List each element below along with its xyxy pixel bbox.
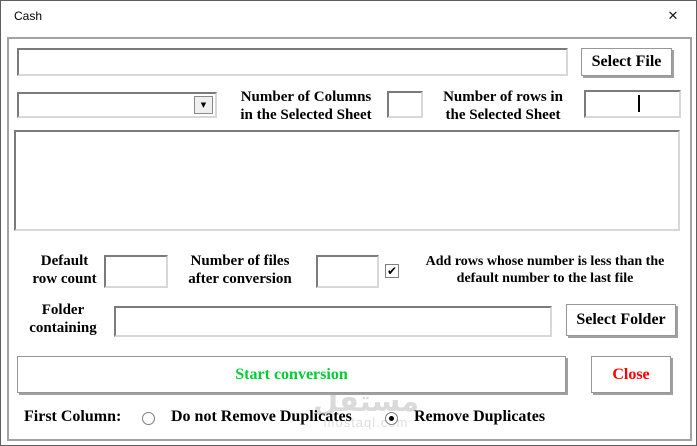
default-row-count-label: Default row count — [32, 253, 97, 288]
radio-do-not-remove-duplicates[interactable] — [142, 412, 155, 425]
sheet-list[interactable] — [14, 130, 680, 231]
window-close-button[interactable]: ✕ — [650, 1, 696, 31]
file-path-input[interactable] — [17, 48, 568, 76]
close-icon: ✕ — [667, 8, 679, 24]
columns-count-input[interactable] — [387, 91, 423, 118]
chevron-down-icon: ▼ — [200, 101, 207, 109]
files-after-conversion-input[interactable] — [316, 255, 379, 288]
add-rows-checkbox-label: Add rows whose number is less than the d… — [425, 254, 665, 287]
title-bar[interactable]: Cash ✕ — [1, 1, 696, 31]
columns-count-label: Number of Columns in the Selected Sheet — [240, 89, 372, 124]
window-title: Cash — [14, 9, 43, 23]
files-after-conversion-label: Number of files after conversion — [188, 253, 292, 288]
do-not-remove-duplicates-label: Do not Remove Duplicates — [171, 408, 352, 425]
select-file-button[interactable]: Select File — [581, 48, 672, 76]
folder-path-input[interactable] — [114, 306, 552, 337]
first-column-label: First Column: — [24, 408, 122, 425]
text-cursor — [638, 95, 640, 112]
radio-remove-duplicates[interactable] — [385, 412, 398, 425]
remove-duplicates-label: Remove Duplicates — [414, 408, 546, 425]
default-row-count-input[interactable] — [104, 255, 168, 288]
add-rows-checkbox[interactable]: ✔ — [385, 264, 399, 278]
folder-containing-label: Folder containing — [29, 302, 97, 337]
rows-count-label: Number of rows in the Selected Sheet — [443, 89, 563, 124]
select-folder-button[interactable]: Select Folder — [566, 304, 676, 336]
rows-count-input[interactable] — [584, 90, 681, 118]
checkmark-icon: ✔ — [386, 264, 398, 278]
sheet-dropdown[interactable]: ▼ — [17, 92, 217, 118]
dropdown-button[interactable]: ▼ — [194, 96, 213, 114]
close-button[interactable]: Close — [591, 356, 671, 393]
start-conversion-button[interactable]: Start conversion — [17, 356, 566, 393]
